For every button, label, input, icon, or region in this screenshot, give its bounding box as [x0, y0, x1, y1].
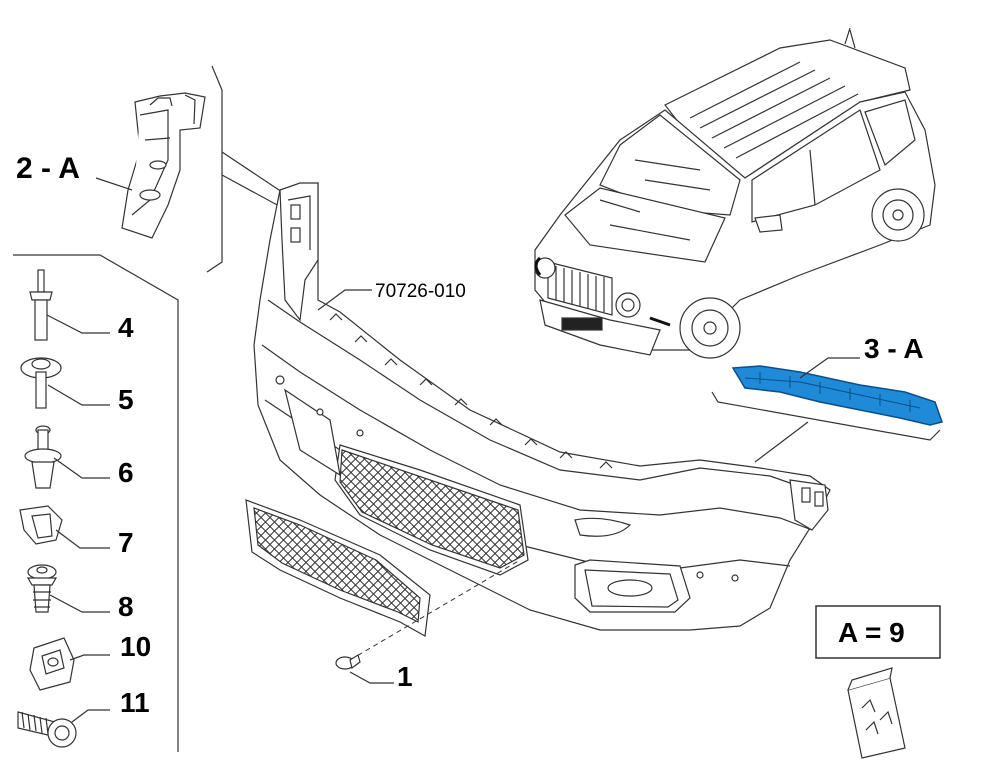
part-3a-highlighted-bracket — [731, 365, 943, 426]
callout-10: 10 — [120, 631, 151, 662]
callout-11: 11 — [120, 687, 150, 718]
callout-7: 7 — [118, 527, 134, 558]
part-2a-bracket — [121, 92, 206, 239]
rivet-part-4 — [29, 269, 53, 341]
kit-legend-box — [815, 605, 941, 659]
lower-grille — [245, 499, 431, 637]
screw-part-1 — [335, 654, 361, 670]
reference-leader — [317, 289, 372, 311]
part-3a-leader — [711, 357, 941, 463]
speed-nut-part-7 — [19, 505, 63, 545]
tapping-screw-part-11 — [17, 711, 77, 748]
callout-1: 1 — [397, 661, 413, 692]
callout-3a: 3 - A — [864, 333, 924, 364]
fir-tree-clip-part-8 — [26, 564, 58, 613]
front-bumper — [253, 182, 831, 631]
callout-6: 6 — [118, 457, 134, 488]
bumper-mark-front — [534, 256, 542, 276]
kit-legend-text: A = 9 — [838, 617, 905, 648]
kit-bag-icon — [847, 667, 906, 759]
assembly-line — [349, 559, 521, 661]
callout-2a: 2 - A — [16, 152, 80, 185]
screw-washer-part-5 — [20, 357, 62, 409]
callout-4: 4 — [118, 312, 134, 343]
bumper-mark — [649, 316, 671, 327]
callout-5: 5 — [118, 384, 134, 415]
clip-plate-part-10 — [29, 637, 75, 691]
callout-8: 8 — [118, 591, 134, 622]
reference-code: 70726-010 — [375, 281, 466, 302]
push-clip-part-6 — [24, 425, 62, 489]
vehicle-outline — [534, 27, 936, 359]
